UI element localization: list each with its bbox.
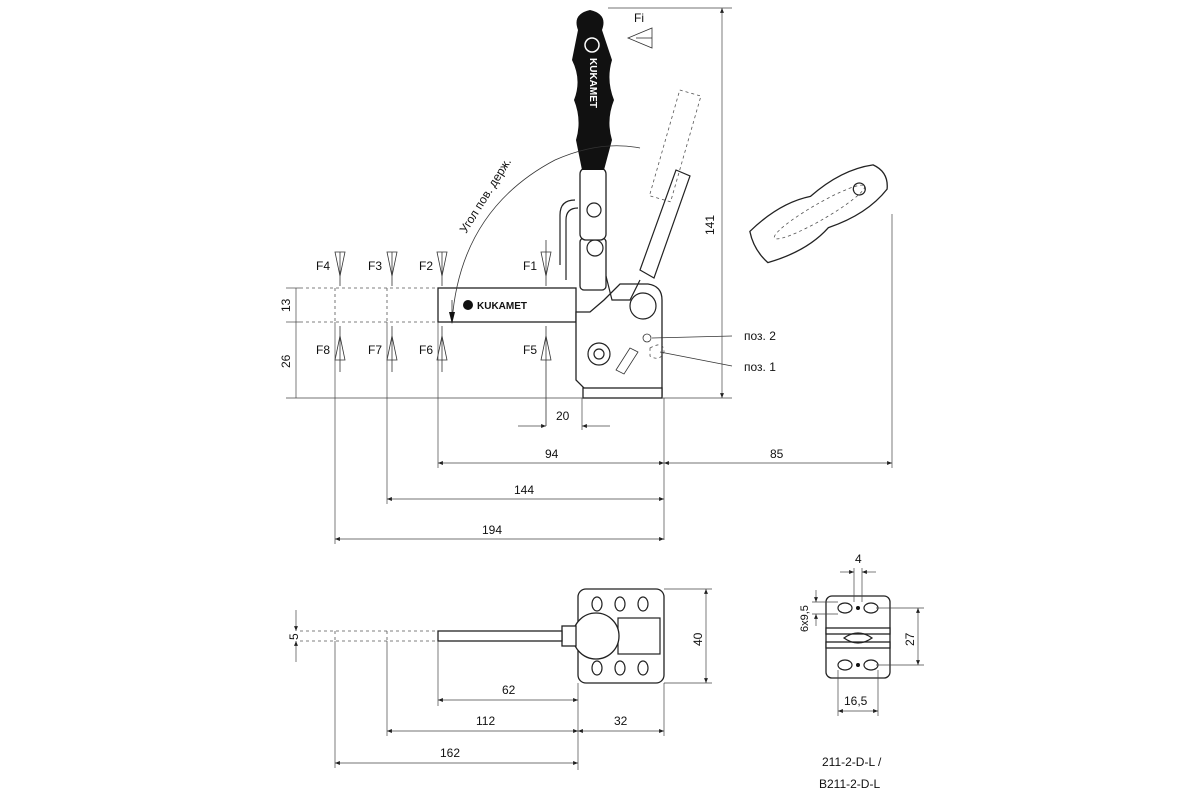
model-line-2: B211-2-D-L [819, 777, 880, 791]
svg-text:13: 13 [279, 298, 293, 312]
svg-text:32: 32 [614, 714, 628, 728]
lever-shaft [579, 167, 607, 241]
svg-text:62: 62 [502, 683, 516, 697]
svg-text:20: 20 [556, 409, 570, 423]
force-f7: F7 [368, 343, 382, 357]
svg-text:27: 27 [903, 632, 917, 646]
model-line-1: 211-2-D-L / [822, 755, 882, 769]
svg-text:85: 85 [770, 447, 784, 461]
svg-text:162: 162 [440, 746, 460, 760]
force-f2: F2 [419, 259, 433, 273]
pos2-hole [642, 333, 652, 343]
force-arrows-top: F4 F3 F2 F1 [316, 240, 552, 286]
svg-text:6x9,5: 6x9,5 [799, 605, 811, 632]
svg-text:4: 4 [855, 552, 862, 566]
handle-grip [572, 10, 614, 170]
force-f8: F8 [316, 343, 330, 357]
base-detail-dimensions: 4 6x9,5 27 16,5 [799, 552, 924, 716]
force-fi-label: Fi [634, 11, 644, 25]
pos1-label: поз. 1 [744, 360, 776, 374]
base-plate [582, 387, 663, 399]
svg-text:94: 94 [545, 447, 559, 461]
handle-open-dashed [648, 89, 702, 203]
side-view: KUKAMET KUKAMET Угол пов. держ. Fi [279, 7, 893, 544]
svg-text:141: 141 [703, 215, 717, 235]
force-f1: F1 [523, 259, 537, 273]
base-detail: 4 6x9,5 27 16,5 211-2-D-L / B211-2-D-L [799, 552, 924, 791]
bar-brand: KUKAMET [477, 301, 527, 312]
top-view: 5 40 62 112 32 162 [287, 588, 712, 770]
top-view-dimensions: 5 40 62 112 32 162 [287, 588, 712, 770]
force-f5: F5 [523, 343, 537, 357]
svg-text:16,5: 16,5 [844, 694, 868, 708]
force-f3: F3 [368, 259, 382, 273]
svg-text:26: 26 [279, 354, 293, 368]
top-view-knob [572, 612, 620, 660]
force-f6: F6 [419, 343, 433, 357]
clamp-body [575, 283, 663, 397]
handle-brand: KUKAMET [587, 58, 598, 108]
handle-rotated [749, 164, 888, 264]
clamp-bar [437, 287, 577, 323]
svg-text:5: 5 [287, 633, 301, 640]
base-plate-detail [825, 595, 891, 679]
svg-text:144: 144 [514, 483, 534, 497]
svg-text:40: 40 [691, 632, 705, 646]
pos2-label: поз. 2 [744, 329, 776, 343]
side-view-dimensions: 141 13 26 20 94 85 144 [279, 7, 893, 544]
angle-arc [451, 145, 641, 323]
force-arrows-bottom: F8 F7 F6 F5 [316, 326, 552, 426]
force-f4: F4 [316, 259, 330, 273]
svg-text:112: 112 [476, 714, 495, 728]
top-view-bar [437, 630, 563, 642]
svg-text:194: 194 [482, 523, 502, 537]
